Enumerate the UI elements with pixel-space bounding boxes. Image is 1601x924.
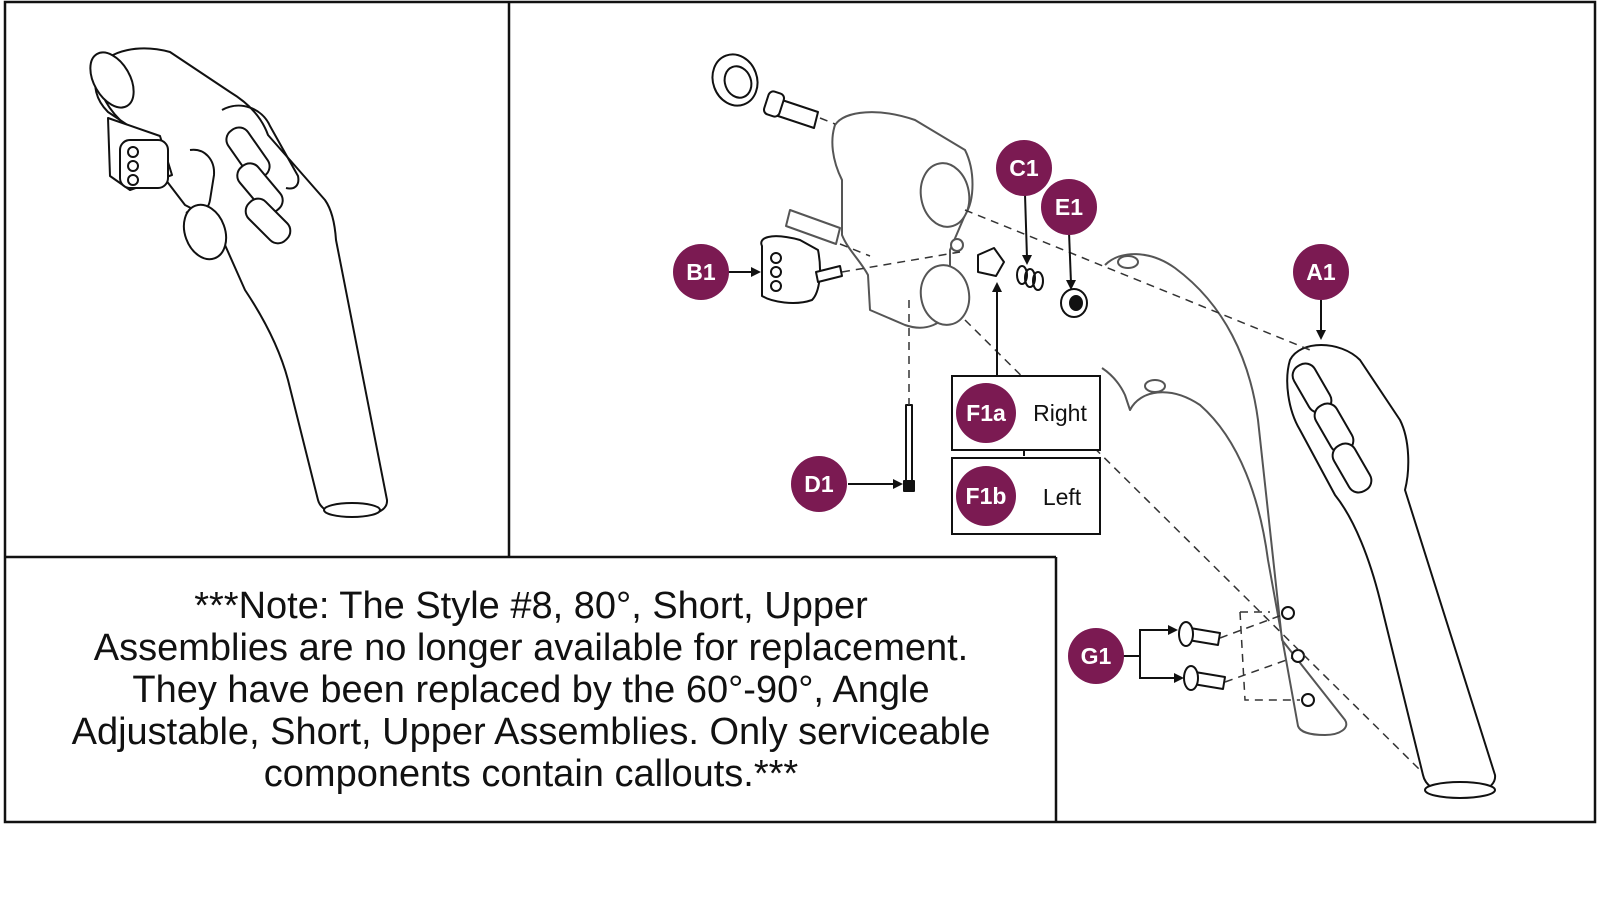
callout-d1: D1 <box>791 456 847 512</box>
b1-hole-1 <box>770 252 782 264</box>
knob-hole-3 <box>127 174 139 186</box>
callout-c1-circle <box>996 140 1052 196</box>
tube-mount-hole-2 <box>1291 649 1305 663</box>
set-screw-socket <box>1069 295 1083 311</box>
callout-e1: E1 <box>1041 179 1097 235</box>
assembled-handle-illustration <box>89 47 388 518</box>
callout-b1: B1 <box>673 244 729 300</box>
plunger-f1 <box>977 247 1005 277</box>
note-line-1: ***Note: The Style #8, 80°, Short, Upper <box>194 585 868 627</box>
handle-bottom-cap <box>323 502 381 518</box>
spring-c1 <box>1016 265 1044 291</box>
callout-b1-circle <box>673 244 729 300</box>
a1-bottom-cap <box>1424 781 1496 799</box>
side-screw <box>785 209 841 245</box>
handle-tube-end <box>89 51 135 109</box>
callout-arrowheads <box>751 255 1326 683</box>
callout-f1b: F1b <box>956 466 1016 526</box>
callout-d1-label: D1 <box>804 471 834 497</box>
clamp-upper-bore <box>919 162 971 228</box>
callout-a1-circle <box>1293 244 1349 300</box>
callout-e1-label: E1 <box>1055 194 1083 220</box>
note-line-2: Assemblies are no longer available for r… <box>93 627 969 669</box>
note-line-3: They have been replaced by the 60°-90°, … <box>132 669 930 711</box>
callout-c1-label: C1 <box>1009 155 1039 181</box>
callout-g1: G1 <box>1068 628 1124 684</box>
callout-g1-circle <box>1068 628 1124 684</box>
outer-frame <box>3 0 1597 824</box>
callout-f1b-label: F1b <box>966 483 1007 509</box>
replacement-note-text: ***Note: The Style #8, 80°, Short, Upper… <box>72 585 991 795</box>
callout-b1-label: B1 <box>686 259 716 285</box>
upper-tube <box>1101 253 1348 736</box>
callout-f1a-label: F1a <box>966 400 1006 426</box>
lower-tube-clamp <box>182 203 228 261</box>
grip-ridge-outer <box>221 104 300 190</box>
pin-d1-tip <box>903 480 915 492</box>
tube-mount-hole-1 <box>1281 606 1295 620</box>
b1-hole-2 <box>770 266 782 278</box>
handle-body <box>97 47 388 518</box>
note-line-4: Adjustable, Short, Upper Assemblies. Onl… <box>71 711 991 753</box>
tube-lower-hole <box>1144 379 1166 393</box>
assembly-guide-lines <box>819 117 1421 771</box>
callout-leaders <box>725 193 1322 679</box>
callout-g1-label: G1 <box>1081 643 1112 669</box>
callout-a1-label: A1 <box>1306 259 1336 285</box>
replacement-note: ***Note: The Style #8, 80°, Short, Upper… <box>6 559 1056 821</box>
lock-knob-b1 <box>760 235 821 304</box>
f1b-side-label: Left <box>1043 484 1082 510</box>
end-cap-washer-hole <box>723 65 753 99</box>
screw-g1-lower-head <box>1183 665 1199 691</box>
clamp-lower-bore <box>919 264 971 326</box>
grip-ridge-3 <box>244 197 292 245</box>
pin-d1 <box>905 404 913 483</box>
callout-d1-circle <box>791 456 847 512</box>
callout-f1b-circle <box>956 466 1016 526</box>
callout-f1a: F1a <box>956 383 1016 443</box>
screw-g1-upper-head <box>1178 621 1194 647</box>
knob-hole-1 <box>127 146 139 158</box>
knob-hole-2 <box>127 160 139 172</box>
callout-a1: A1 <box>1293 244 1349 300</box>
f1a-side-label: Right <box>1033 400 1087 426</box>
a1-ridge-3 <box>1331 442 1373 494</box>
note-line-5: components contain callouts.*** <box>263 753 799 795</box>
clamp-pin-hole <box>950 238 964 252</box>
tube-mount-hole-3 <box>1301 693 1315 707</box>
b1-shaft <box>815 265 843 283</box>
callout-f1a-circle <box>956 383 1016 443</box>
callout-e1-circle <box>1041 179 1097 235</box>
b1-hole-3 <box>770 280 782 292</box>
tube-top-hole <box>1117 255 1139 269</box>
callout-c1: C1 <box>996 140 1052 196</box>
top-screw-head <box>762 90 786 118</box>
diagram-frames <box>3 0 1597 824</box>
grip-ridge-2 <box>236 162 284 214</box>
exploded-view <box>711 53 1497 799</box>
